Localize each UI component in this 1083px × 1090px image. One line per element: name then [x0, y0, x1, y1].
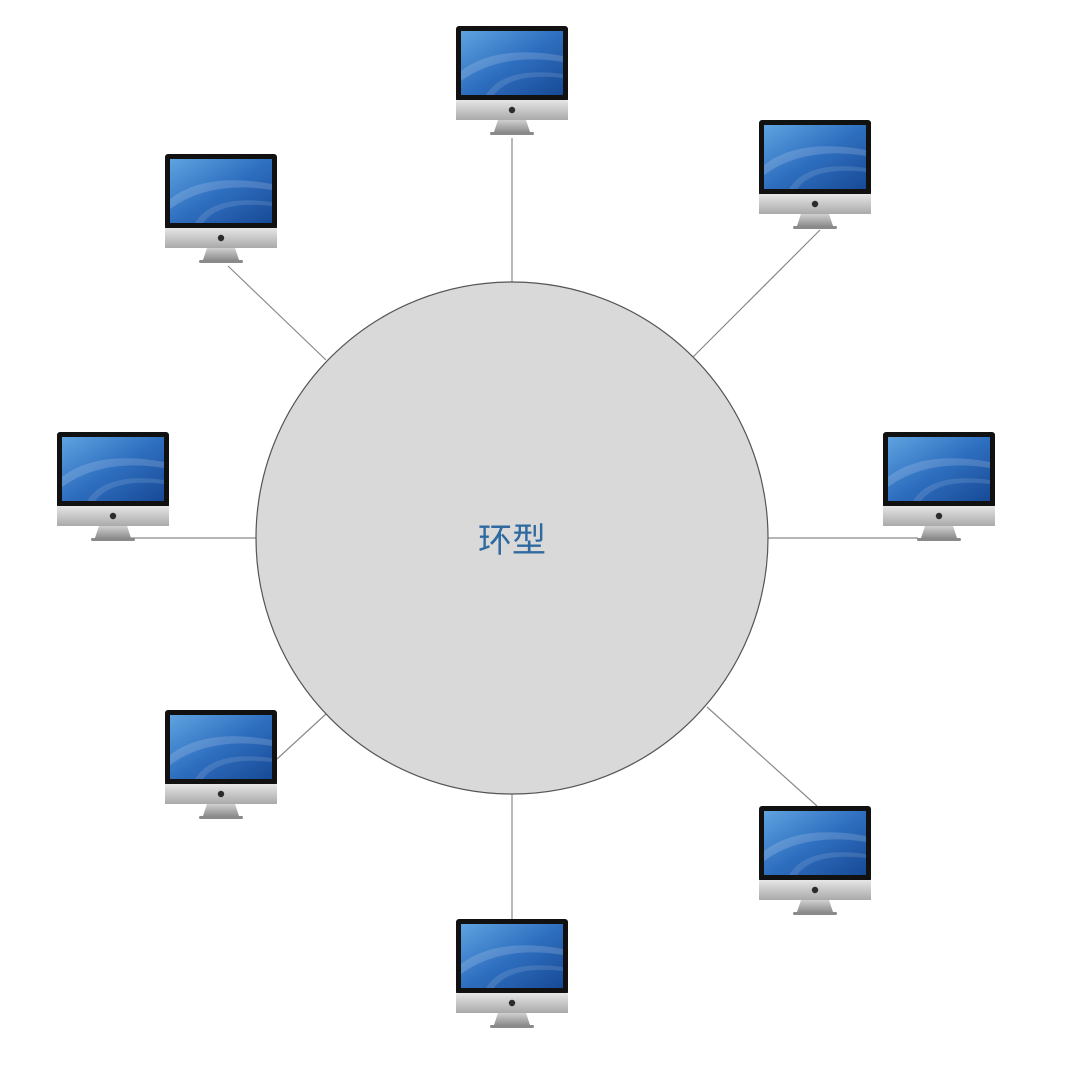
link-top-right — [692, 229, 821, 358]
link-bottom-left — [276, 713, 327, 760]
imac-computer-icon — [165, 154, 277, 263]
ring-hub — [255, 281, 769, 795]
imac-computer-icon — [57, 432, 169, 541]
link-top-left — [227, 265, 327, 361]
imac-computer-icon — [456, 26, 568, 135]
imac-computer-icon — [759, 120, 871, 229]
imac-computer-icon — [759, 806, 871, 915]
ring-links — [130, 138, 918, 919]
imac-computer-icon — [165, 710, 277, 819]
imac-computer-icon — [883, 432, 995, 541]
link-bottom-right — [706, 706, 818, 807]
imac-computer-icon — [456, 919, 568, 1028]
center-label: 环型 — [478, 521, 546, 561]
